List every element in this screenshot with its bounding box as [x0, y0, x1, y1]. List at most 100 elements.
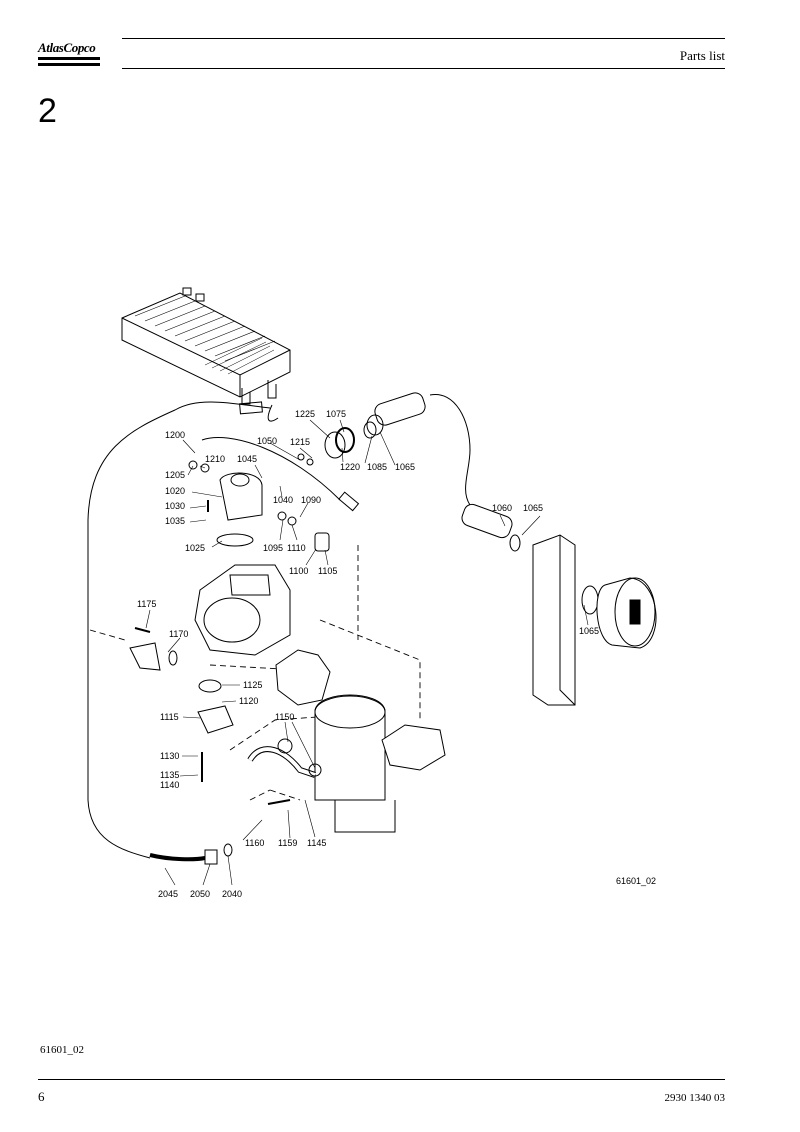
- callout-1200: 1200: [165, 430, 185, 440]
- callout-1025: 1025: [185, 543, 205, 553]
- callout-1150: 1150: [275, 712, 294, 722]
- hose-lower: [149, 853, 206, 862]
- callout-1100: 1100: [289, 566, 308, 576]
- callout-1140: 1140: [160, 780, 179, 790]
- filter-sleeve: [374, 392, 426, 426]
- callout-1205: 1205: [165, 470, 185, 480]
- bolt: [267, 799, 291, 805]
- callout-1160: 1160: [245, 838, 264, 848]
- section-number: 2: [38, 92, 57, 130]
- figure-reference: 61601_02: [40, 1044, 84, 1056]
- document-number: 2930 1340 03: [664, 1092, 726, 1104]
- ring: [363, 421, 377, 439]
- hose-fitting: [267, 404, 279, 422]
- inlet-flange: [229, 574, 271, 596]
- leader-line: [182, 439, 329, 566]
- seal-ring: [168, 650, 178, 666]
- assembly-line: [249, 789, 301, 801]
- bracket-plate: [532, 534, 576, 706]
- valve-pin: [306, 458, 314, 466]
- header-rule: [122, 68, 725, 69]
- oil-pipe-inner: [248, 747, 316, 777]
- cooler-outlet: [241, 380, 277, 405]
- vessel-base: [334, 800, 396, 833]
- washer: [277, 511, 287, 521]
- nipple: [188, 460, 198, 470]
- leader-line: [164, 799, 316, 886]
- cooler-fins: [204, 337, 275, 375]
- ring: [509, 534, 521, 552]
- callout-1050: 1050: [257, 436, 277, 446]
- header-rule: [122, 38, 725, 39]
- callout-1130: 1130: [160, 751, 179, 761]
- callout-1215: 1215: [290, 437, 310, 447]
- callout-1145: 1145: [307, 838, 326, 848]
- callout-1020: 1020: [165, 486, 185, 496]
- callout-1220: 1220: [340, 462, 360, 472]
- logo-bar: [38, 63, 100, 66]
- plug: [287, 516, 297, 526]
- bolt: [134, 627, 151, 633]
- oil-stop-valve: [275, 649, 331, 706]
- leader-line: [145, 514, 589, 777]
- spring: [297, 453, 305, 461]
- filter-sleeve: [461, 503, 513, 539]
- filter-cap-detail: [629, 599, 641, 625]
- o-ring: [324, 431, 346, 459]
- callout-1135: 1135: [160, 770, 179, 780]
- callout-1120: 1120: [239, 696, 258, 706]
- callout-1090: 1090: [301, 495, 321, 505]
- callout-1065: 1065: [579, 626, 599, 636]
- cooler-connector: [195, 293, 205, 302]
- callout-2045: 2045: [158, 889, 178, 899]
- bracket-edge: [559, 535, 576, 706]
- o-ring: [277, 738, 293, 754]
- unloader-valve: [219, 472, 263, 521]
- hose-long: [87, 401, 271, 859]
- callout-1045: 1045: [237, 454, 257, 464]
- callout-1175: 1175: [137, 599, 156, 609]
- callout-1159: 1159: [278, 838, 297, 848]
- thermostatic-valve: [197, 705, 234, 734]
- callout-2050: 2050: [190, 889, 210, 899]
- leader-line: [269, 419, 396, 466]
- callout-1125: 1125: [243, 680, 262, 690]
- hose-upper: [201, 437, 341, 501]
- logo-bar: [38, 57, 100, 60]
- assembly-line: [319, 619, 421, 720]
- figure-id-label: 61601_02: [616, 876, 656, 886]
- hose-end: [239, 401, 263, 415]
- valve-top: [230, 473, 250, 487]
- fitting: [204, 849, 218, 865]
- callout-1040: 1040: [273, 495, 293, 505]
- callout-1110: 1110: [287, 543, 306, 553]
- callout-1210: 1210: [205, 454, 225, 464]
- gasket: [216, 533, 254, 547]
- callout-1170: 1170: [169, 629, 188, 639]
- assembly-line: [89, 629, 126, 641]
- callout-1225: 1225: [295, 409, 315, 419]
- callout-2040: 2040: [222, 889, 242, 899]
- atlas-copco-logo: AtlasCopco: [38, 40, 100, 68]
- callout-1030: 1030: [165, 501, 185, 511]
- cooler-edge: [121, 317, 291, 397]
- callout-1035: 1035: [165, 516, 185, 526]
- cooler-fins: [134, 295, 276, 362]
- seal-ring: [335, 427, 355, 453]
- filter-element: [596, 577, 657, 649]
- washer: [200, 463, 210, 473]
- separator-vessel: [314, 694, 386, 801]
- page-number: 6: [38, 1089, 45, 1104]
- callout-1105: 1105: [318, 566, 337, 576]
- o-ring: [198, 679, 222, 693]
- callout-1075: 1075: [326, 409, 346, 419]
- page-title: Parts list: [679, 48, 725, 63]
- vessel-cover: [381, 724, 446, 771]
- ring: [581, 585, 599, 615]
- filter-plug: [314, 532, 330, 552]
- compressor-element: [194, 564, 291, 656]
- o-ring: [308, 763, 322, 777]
- callout-1115: 1115: [160, 712, 179, 722]
- callout-1085: 1085: [367, 462, 387, 472]
